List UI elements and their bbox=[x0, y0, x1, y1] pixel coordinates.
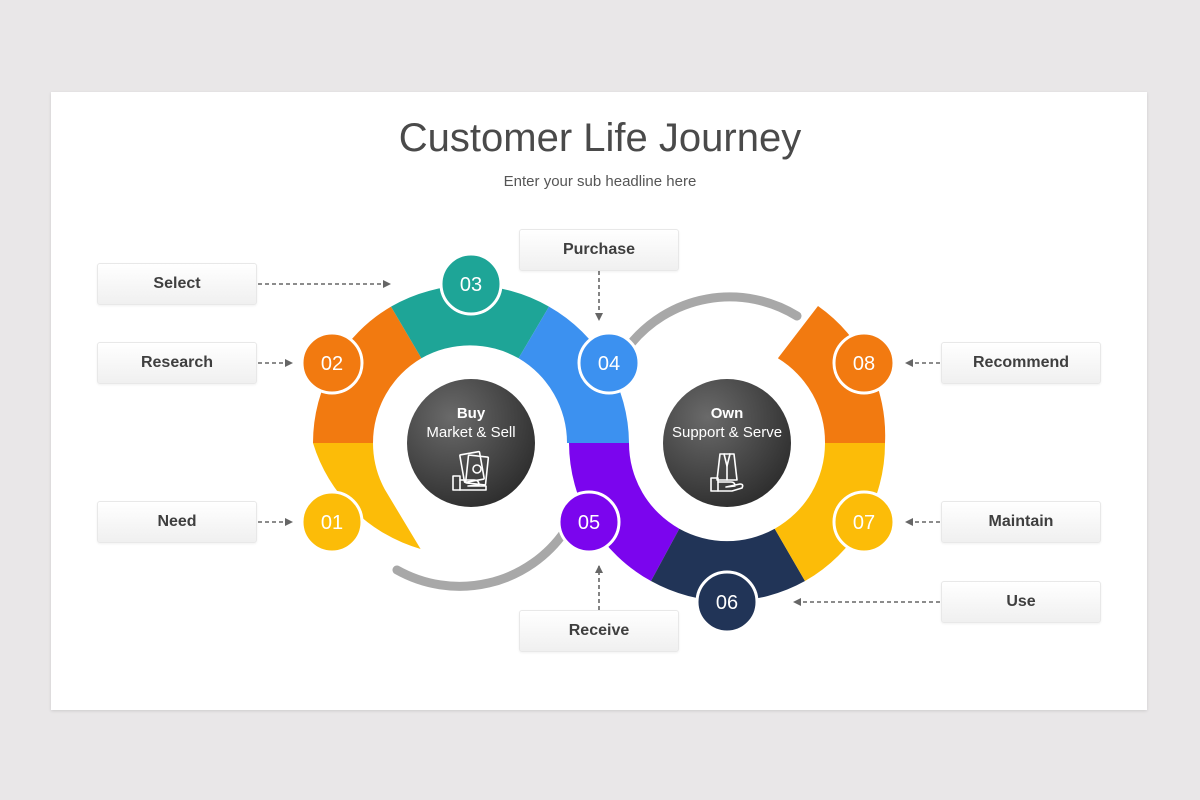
label-research: Research bbox=[97, 342, 257, 384]
buy-heading: Buy bbox=[457, 405, 486, 422]
step-number-06: 06 bbox=[716, 592, 738, 614]
page-subtitle: Enter your sub headline here bbox=[503, 173, 697, 190]
buy-center-circle bbox=[407, 379, 535, 507]
segment-08 bbox=[777, 306, 886, 443]
label-purchase: Purchase bbox=[519, 229, 679, 271]
step-badge-04 bbox=[577, 331, 641, 395]
right-gray-track bbox=[624, 292, 802, 351]
money-hand-icon bbox=[452, 450, 490, 491]
segment-07 bbox=[774, 443, 886, 581]
page-title: Customer Life Journey bbox=[398, 116, 802, 160]
own-heading: Own bbox=[711, 405, 744, 422]
label-select: Select bbox=[97, 263, 257, 305]
step-number-08: 08 bbox=[853, 353, 875, 375]
label-need: Need bbox=[97, 501, 257, 543]
step-badge-08 bbox=[832, 331, 896, 395]
step-badge-05 bbox=[557, 490, 621, 554]
segment-01 bbox=[313, 443, 421, 549]
step-number-05: 05 bbox=[578, 512, 600, 534]
label-receive: Receive bbox=[519, 610, 679, 652]
label-maintain: Maintain bbox=[941, 501, 1101, 543]
step-number-03: 03 bbox=[460, 274, 482, 296]
step-badge-03 bbox=[439, 252, 503, 316]
segment-05 bbox=[569, 443, 680, 581]
label-use: Use bbox=[941, 581, 1101, 623]
step-badge-01 bbox=[300, 490, 364, 554]
own-text: Support & Serve bbox=[672, 424, 782, 441]
step-number-07: 07 bbox=[853, 512, 875, 534]
step-number-02: 02 bbox=[321, 353, 343, 375]
label-recommend: Recommend bbox=[941, 342, 1101, 384]
segment-03 bbox=[391, 285, 549, 359]
segment-06 bbox=[651, 528, 805, 602]
own-center-circle bbox=[663, 379, 791, 507]
buy-text: Market & Sell bbox=[426, 424, 515, 441]
segment-04 bbox=[518, 306, 629, 443]
step-badge-07 bbox=[832, 490, 896, 554]
jacket-hand-icon bbox=[710, 453, 744, 492]
step-number-04: 04 bbox=[598, 353, 620, 375]
step-number-01: 01 bbox=[321, 512, 343, 534]
left-gray-track bbox=[392, 526, 570, 591]
step-badge-02 bbox=[300, 331, 364, 395]
step-badge-06 bbox=[695, 570, 759, 634]
segment-02 bbox=[312, 306, 422, 443]
